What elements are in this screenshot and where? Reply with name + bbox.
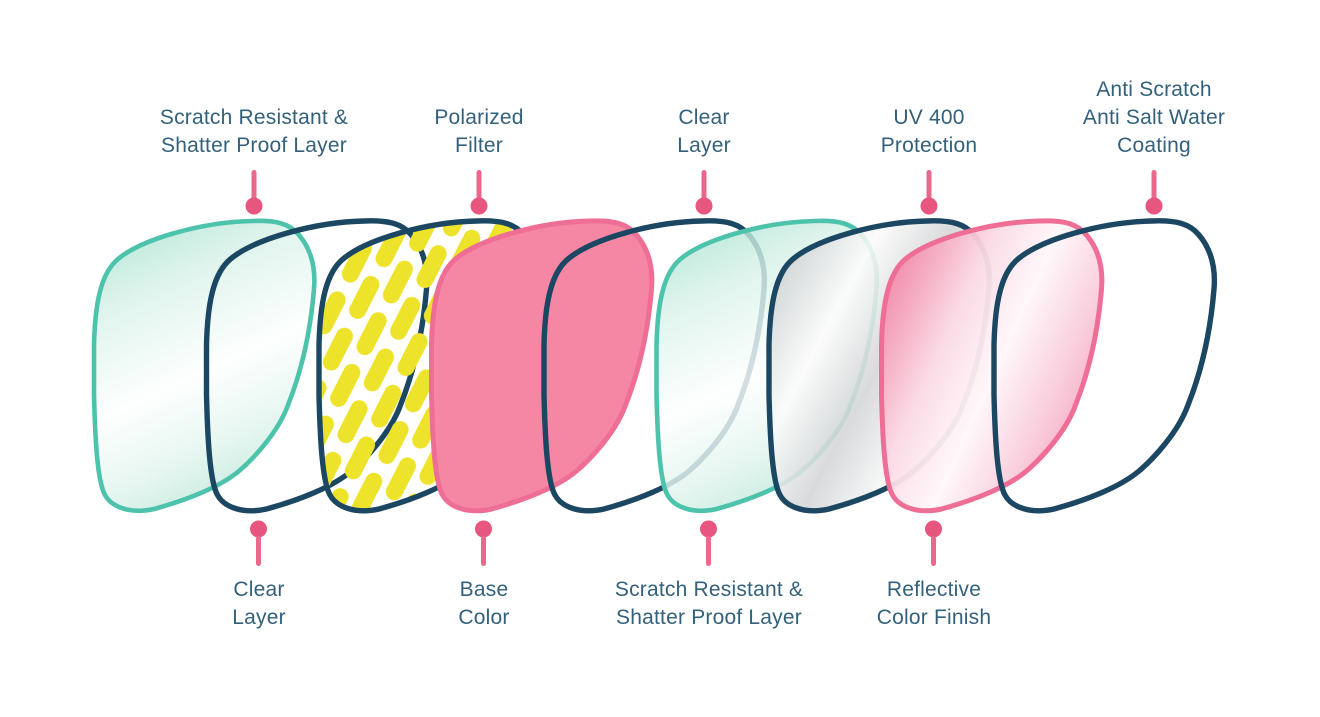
label-scratch-shatter-front: Scratch Resistant & Shatter Proof Layer	[159, 106, 349, 157]
pin-stem-clear-front	[256, 536, 261, 566]
pin-stem-polarized-filter	[476, 170, 482, 200]
label-clear-middle: Clear Layer	[677, 106, 731, 157]
pin-stem-scratch-shatter-front	[251, 170, 257, 200]
pin-stem-base-color	[481, 536, 486, 566]
pin-dot-polarized-filter	[470, 197, 488, 215]
pin-dot-base-color	[475, 520, 492, 538]
label-uv400-protection: UV 400 Protection	[880, 106, 978, 157]
pin-dot-clear-middle	[695, 197, 713, 215]
pin-stem-scratch-shatter-back	[706, 536, 711, 566]
label-base-color: Base Color	[458, 578, 510, 629]
pin-dot-reflective-color-finish	[925, 520, 942, 538]
pin-dot-uv400-protection	[920, 197, 938, 215]
label-clear-front: Clear Layer	[232, 578, 286, 629]
pin-stem-reflective-color-finish	[931, 536, 936, 566]
pin-dot-clear-front	[250, 520, 267, 538]
label-anti-scratch-coating: Anti Scratch Anti Salt Water Coating	[1082, 78, 1226, 157]
label-polarized-filter: Polarized Filter	[434, 106, 524, 157]
pin-dot-anti-scratch-coating	[1145, 197, 1163, 215]
pin-stem-anti-scratch-coating	[1151, 170, 1157, 200]
label-reflective-color-finish: Reflective Color Finish	[876, 578, 992, 629]
label-scratch-shatter-back: Scratch Resistant & Shatter Proof Layer	[614, 578, 804, 629]
pin-stem-uv400-protection	[926, 170, 932, 200]
pin-dot-scratch-shatter-back	[700, 520, 717, 538]
pin-stem-clear-middle	[701, 170, 707, 200]
pin-dot-scratch-shatter-front	[245, 197, 263, 215]
